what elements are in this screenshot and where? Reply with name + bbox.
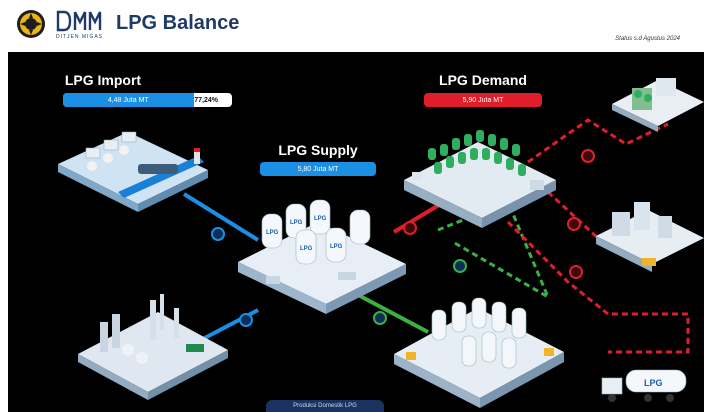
domestic-production-tab[interactable]: Produksi Domestik LPG: [266, 400, 384, 412]
ministry-emblem-icon: [17, 10, 45, 38]
flow-node-icon: [373, 311, 387, 325]
flow-node-icon: [581, 149, 595, 163]
import-share-bar: 4,48 Juta MT 77,24%: [63, 93, 232, 107]
city-block-illustration: [596, 202, 704, 272]
supply-value-pill: 5,80 Juta MT: [260, 162, 376, 176]
refinery-illustration: [78, 294, 228, 400]
tank-label: LPG: [314, 216, 327, 222]
import-share-label: 77,24%: [194, 96, 218, 104]
status-date: Status s.d Agustus 2024: [615, 36, 680, 42]
demand-to-storage-dashed-link: [437, 200, 552, 301]
demand-value-pill: 5,90 Juta MT: [424, 93, 542, 107]
tank-label: LPG: [330, 244, 343, 250]
import-terminal-illustration: [58, 131, 208, 212]
supply-title: LPG Supply: [278, 142, 358, 158]
tank-label: LPG: [300, 246, 313, 252]
tank-label: LPG: [290, 220, 303, 226]
storage-yard-illustration: [394, 297, 564, 408]
flow-node-icon: [569, 265, 583, 279]
flow-node-icon: [239, 313, 253, 327]
header-bar: DITJEN MIGAS LPG Balance Status s.d Agus…: [0, 0, 704, 50]
page-title: LPG Balance: [116, 12, 240, 34]
demand-to-truck-dashed-link: [506, 220, 690, 354]
lpg-balance-diagram: LPG LPG LPG LPG LPG: [8, 52, 704, 412]
import-to-supply-link: [182, 192, 260, 242]
flow-node-icon: [567, 217, 581, 231]
supply-to-demand-link: [392, 200, 446, 234]
flow-node-icon: [211, 227, 225, 241]
demand-to-retail-dashed-link: [527, 118, 669, 164]
flow-graphic: LPG LPG LPG LPG LPG: [58, 78, 704, 408]
lpg-truck-illustration: LPG: [601, 369, 687, 402]
supply-hub-illustration: LPG LPG LPG LPG LPG: [238, 199, 406, 314]
demand-title: LPG Demand: [439, 72, 527, 88]
demand-depot-illustration: [404, 130, 556, 228]
import-title: LPG Import: [64, 72, 142, 88]
import-value-fill: 4,48 Juta MT: [63, 93, 194, 107]
flow-node-icon: [403, 221, 417, 235]
truck-lpg-label: LPG: [644, 378, 663, 388]
supply-to-storage-link: [359, 294, 429, 334]
flow-node-icon: [453, 259, 467, 273]
brand-logo-icon: [56, 10, 102, 32]
retail-outlet-illustration: [612, 78, 704, 132]
brand-subtitle: DITJEN MIGAS: [56, 34, 104, 40]
tank-label: LPG: [266, 230, 279, 236]
